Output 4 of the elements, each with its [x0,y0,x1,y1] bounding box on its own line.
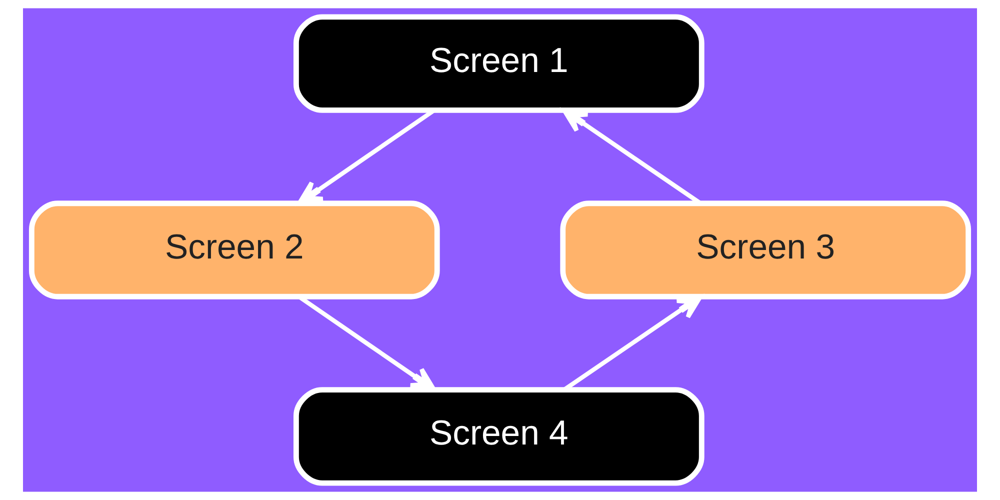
node-box: Screen 2 [28,200,440,300]
node-box: Screen 4 [293,387,704,486]
node-box: Screen 1 [293,14,704,113]
node-box: Screen 3 [560,200,972,300]
